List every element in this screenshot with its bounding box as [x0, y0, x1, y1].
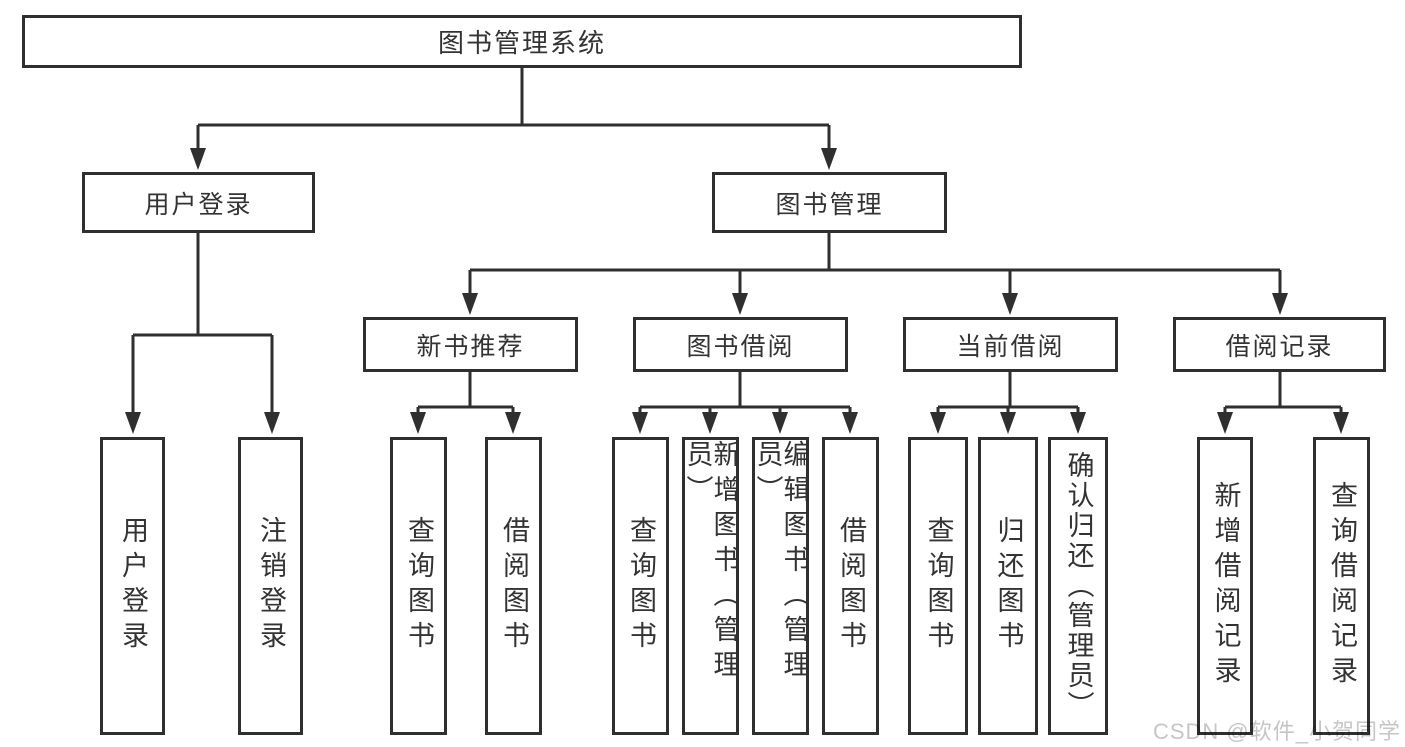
arrow-down-icon: [732, 293, 748, 315]
arrow-down-icon: [842, 412, 858, 434]
node-book-borrow: 图书借阅: [633, 317, 848, 372]
node-label: 新增借阅记录: [1210, 481, 1241, 691]
arrow-down-icon: [632, 412, 648, 434]
node-book-management: 图书管理: [712, 172, 947, 233]
node-label: 图书管理系统: [437, 28, 606, 58]
csdn-watermark: CSDN @软件_小贺同学: [1152, 719, 1401, 744]
arrow-down-icon: [821, 148, 837, 170]
node-current-borrow: 当前借阅: [903, 317, 1118, 372]
node-label: 新书推荐: [416, 332, 525, 361]
arrow-down-icon: [190, 148, 206, 170]
node-user-login: 用户登录: [82, 172, 315, 233]
node-label: 图书借阅: [686, 332, 795, 361]
node-label: 编辑图书（管理员）: [752, 440, 809, 685]
arrow-down-icon: [125, 412, 141, 434]
node-label: 归还图书: [993, 516, 1024, 656]
node-label: 查询图书: [923, 516, 954, 656]
node-leaf-confirm-return-admin: 确认归还（管理员）: [1048, 437, 1108, 735]
node-leaf-edit-books-admin: 编辑图书（管理员）: [752, 437, 809, 735]
node-leaf-query-books-2: 查询图书: [612, 437, 669, 735]
node-leaf-borrow-books-2: 借阅图书: [822, 437, 879, 735]
arrowheads: [125, 148, 1349, 434]
node-leaf-user-login: 用户登录: [100, 437, 165, 735]
node-label: 借阅图书: [499, 516, 529, 656]
node-leaf-query-books-1: 查询图书: [390, 437, 447, 735]
node-leaf-query-borrow-record: 查询借阅记录: [1313, 437, 1370, 735]
arrow-down-icon: [1272, 293, 1288, 315]
node-borrow-records: 借阅记录: [1173, 317, 1386, 372]
arrow-down-icon: [702, 412, 718, 434]
node-label: 查询图书: [626, 516, 656, 656]
node-label: 借阅图书: [836, 516, 866, 656]
node-leaf-borrow-books-1: 借阅图书: [485, 437, 542, 735]
node-label: 查询借阅记录: [1327, 481, 1357, 691]
node-label: 当前借阅: [956, 332, 1065, 361]
node-label: 图书管理: [775, 190, 884, 219]
arrow-down-icon: [410, 412, 426, 434]
node-label: 借阅记录: [1225, 332, 1334, 361]
arrow-down-icon: [772, 412, 788, 434]
node-root-library-system: 图书管理系统: [22, 15, 1022, 68]
node-label: 注销登录: [256, 516, 286, 656]
node-label: 用户登录: [118, 516, 148, 656]
node-new-book-recommend: 新书推荐: [363, 317, 578, 372]
arrow-down-icon: [505, 412, 521, 434]
arrow-down-icon: [1070, 412, 1086, 434]
node-leaf-add-books-admin: 新增图书（管理员）: [682, 437, 739, 735]
arrow-down-icon: [462, 293, 478, 315]
node-leaf-logout: 注销登录: [238, 437, 303, 735]
node-label: 确认归还（管理员）: [1063, 451, 1094, 721]
arrow-down-icon: [930, 412, 946, 434]
arrow-down-icon: [1002, 293, 1018, 315]
node-label: 用户登录: [144, 190, 253, 219]
arrow-down-icon: [1000, 412, 1016, 434]
node-leaf-add-borrow-record: 新增借阅记录: [1197, 437, 1253, 735]
node-leaf-return-books: 归还图书: [978, 437, 1038, 735]
node-label: 查询图书: [404, 516, 434, 656]
arrow-down-icon: [1333, 412, 1349, 434]
arrow-down-icon: [1217, 412, 1233, 434]
node-leaf-query-books-3: 查询图书: [908, 437, 968, 735]
node-label: 新增图书（管理员）: [682, 440, 739, 685]
arrow-down-icon: [264, 412, 280, 434]
